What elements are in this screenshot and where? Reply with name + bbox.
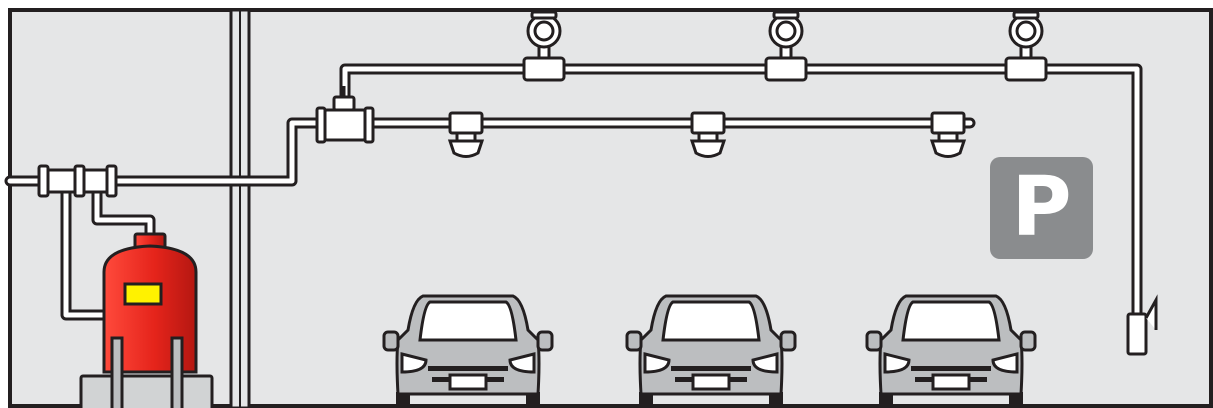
nozzle-group bbox=[447, 111, 967, 158]
smoke-detector-icon bbox=[1004, 10, 1048, 82]
car-icon bbox=[625, 294, 797, 408]
smoke-detector-icon bbox=[522, 10, 566, 82]
discharge-nozzle-icon bbox=[447, 111, 485, 158]
smoke-detector-icon bbox=[764, 10, 808, 82]
tank-label bbox=[123, 282, 163, 306]
car-icon bbox=[865, 294, 1037, 408]
parking-sign: P bbox=[990, 157, 1093, 259]
end-switch-icon bbox=[1126, 294, 1158, 356]
tank-legs bbox=[110, 336, 184, 408]
tank-stand bbox=[79, 374, 214, 408]
discharge-nozzle-icon bbox=[689, 111, 727, 158]
car-group bbox=[382, 294, 1037, 408]
detector-group bbox=[522, 10, 1048, 82]
manifold-fittings bbox=[37, 164, 118, 198]
car-icon bbox=[382, 294, 554, 408]
discharge-nozzle-icon bbox=[929, 111, 967, 158]
valve-icon bbox=[315, 86, 375, 144]
